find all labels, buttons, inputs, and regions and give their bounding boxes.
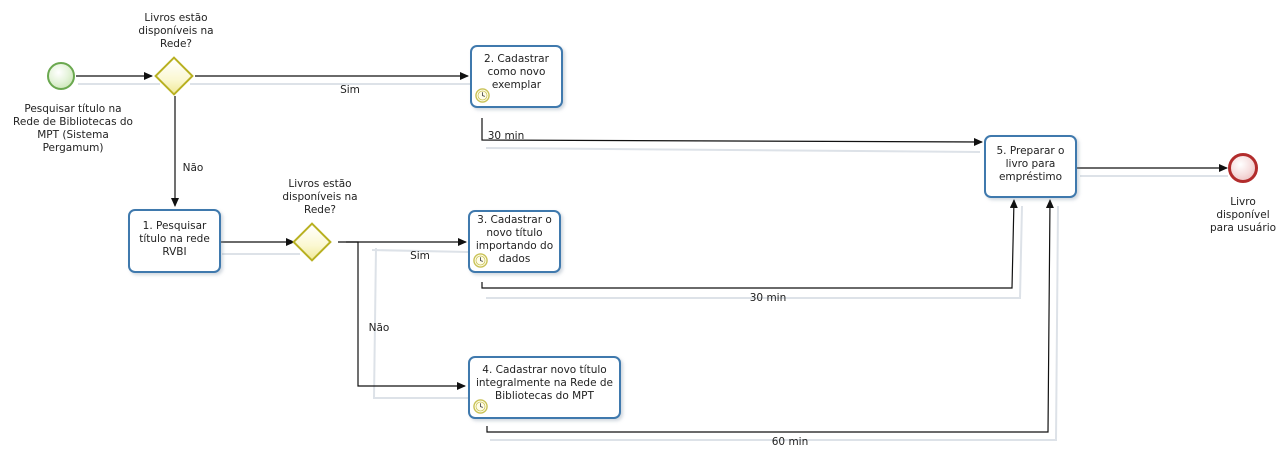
gateway-1-label: Livros estão disponíveis na Rede?	[138, 12, 214, 50]
end-event[interactable]	[1228, 153, 1258, 183]
start-event[interactable]	[47, 62, 75, 90]
task-4-label: 4. Cadastrar novo título integralmente n…	[475, 364, 614, 402]
flow-label-time-task3: 30 min	[749, 292, 787, 304]
task-5-label: 5. Preparar o livro para empréstimo	[996, 145, 1065, 183]
flow-task4-to-task5	[486, 199, 1054, 433]
flow-label-nao-2: Não	[368, 322, 390, 334]
flow-label-time-task2: 30 min	[487, 130, 525, 142]
task-3-cadastrar-importando[interactable]: 3. Cadastrar o novo título importando do…	[468, 210, 561, 273]
clock-icon	[473, 399, 488, 414]
task-1-label: 1. Pesquisar título na rede RVBI	[139, 220, 210, 258]
task-2-label: 2. Cadastrar como novo exemplar	[484, 53, 549, 91]
flow-task2-to-task5	[481, 118, 983, 146]
flow-label-time-task4: 60 min	[771, 436, 809, 448]
start-event-label: Pesquisar título na Rede de Bibliotecas …	[13, 103, 133, 154]
gateway-2-label: Livros estão disponíveis na Rede?	[282, 178, 358, 216]
flow-task3-to-task5	[481, 199, 1018, 289]
clock-icon	[473, 253, 488, 268]
clock-icon	[475, 88, 490, 103]
flow-label-sim-2: Sim	[410, 250, 430, 262]
flow-gateway2-nao	[346, 241, 466, 390]
task-2-cadastrar-exemplar[interactable]: 2. Cadastrar como novo exemplar	[470, 45, 563, 108]
task-3-label: 3. Cadastrar o novo título importando do…	[475, 214, 554, 265]
flow-label-nao-1: Não	[182, 162, 204, 174]
task-5-preparar-emprestimo[interactable]: 5. Preparar o livro para empréstimo	[984, 135, 1077, 198]
end-event-label: Livro disponível para usuário	[1209, 196, 1277, 234]
task-4-cadastrar-integralmente[interactable]: 4. Cadastrar novo título integralmente n…	[468, 356, 621, 419]
flow-label-sim-1: Sim	[340, 84, 360, 96]
task-1-pesquisar-rvbi[interactable]: 1. Pesquisar título na rede RVBI	[128, 209, 221, 273]
